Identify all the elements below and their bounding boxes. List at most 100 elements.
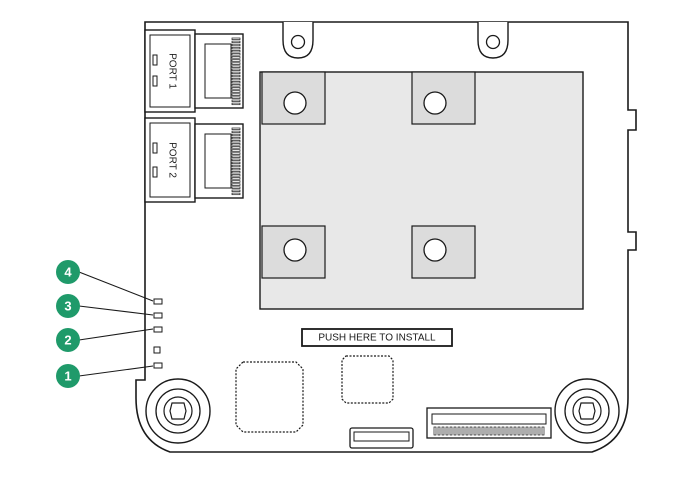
callout-3: 3 [56,294,80,318]
push-here-text: PUSH HERE TO INSTALL [318,333,436,344]
connector-pin [477,426,481,436]
connector-pin [457,426,461,436]
connector-pin [231,167,241,171]
connector-pin [513,426,517,436]
connector-pin [533,426,537,436]
connector-pin [231,136,241,140]
connector-pin [231,186,241,189]
connector-pin [231,40,241,44]
connector-pin [231,43,241,47]
connector-pin [449,426,453,436]
chip-large [235,361,304,433]
connector-pin [441,426,445,436]
callout-2: 2 [56,328,80,352]
connector-pin [497,426,501,436]
connector-pin [461,426,465,436]
connector-pin [465,426,469,436]
connector-pin [437,426,441,436]
port-1-label: PORT 1 [166,53,177,89]
connector-pin [505,426,509,436]
connector-pin [231,171,241,174]
connector-pin [231,77,241,81]
callout-3-number: 3 [64,299,71,314]
connector-pin [231,56,241,59]
torx-screw-icon [169,402,187,420]
connector-pin [231,127,241,130]
chip-small [341,355,394,404]
top-mount-tab-right [477,22,509,59]
callout-leaders [78,271,154,377]
led-2 [153,326,163,333]
push-here-label: PUSH HERE TO INSTALL [301,328,453,347]
connector-pin [231,90,241,93]
connector-pin [231,71,241,75]
connector-pin [231,87,241,90]
connector-pin [231,174,241,177]
screw-hole [283,238,307,262]
board-to-board-connector [426,407,552,439]
connector-pin [231,180,241,183]
connector-pin [473,426,477,436]
connector-pin [509,426,513,436]
connector-pin [493,426,497,436]
screw-hole [423,238,447,262]
connector-pin [517,426,521,436]
mount-boss-left [145,378,211,444]
connector-pin [231,46,241,50]
connector-pin [231,102,241,106]
callout-4-number: 4 [64,265,72,280]
connector-pin [433,426,437,436]
connector-pin [231,146,241,149]
port-1-connector: PORT 1 [144,29,244,113]
connector-pin [453,426,457,436]
screw-hole [423,91,447,115]
connector-pin [231,140,241,143]
connector-pin [521,426,525,436]
status-leds [153,298,163,369]
connector-pin [537,426,541,436]
connector-pin [469,426,473,436]
connector-pin [485,426,489,436]
callout-4: 4 [56,260,80,284]
connector-pin [231,50,241,53]
callout-1-number: 1 [64,369,71,384]
connector-pin [231,81,241,84]
led-1 [153,362,163,369]
screw-hole [283,91,307,115]
connector-pin [231,189,241,192]
led-3 [153,312,163,319]
connector-pin [445,426,449,436]
connector-pin [231,74,241,78]
callout-1: 1 [56,364,80,388]
connector-pin [231,99,241,102]
connector-pin [529,426,533,436]
connector-pin [231,161,241,165]
connector-pin [231,149,241,152]
callout-2-number: 2 [64,333,71,348]
connector-pin [231,68,241,71]
connector-pin [231,155,241,158]
led-4 [153,298,163,305]
port-2-connector: PORT 2 [144,117,244,203]
connector-pin [231,93,241,96]
connector-pin [525,426,529,436]
connector-pin [231,130,241,134]
mount-boss-right [554,378,620,444]
torx-screw-icon [578,402,596,420]
connector-pin [231,96,241,99]
connector-pin [541,426,545,436]
connector-pin [231,59,241,62]
connector-pin [231,164,241,168]
edge-connector [349,427,414,449]
port-2-label: PORT 2 [166,142,177,178]
connector-pin [231,84,241,87]
connector-pin [231,192,241,196]
connector-pin [501,426,505,436]
connector-pin [231,65,241,68]
connector-pin [231,152,241,155]
connector-pin [489,426,493,436]
connector-pin [231,37,241,40]
connector-pin [231,133,241,137]
